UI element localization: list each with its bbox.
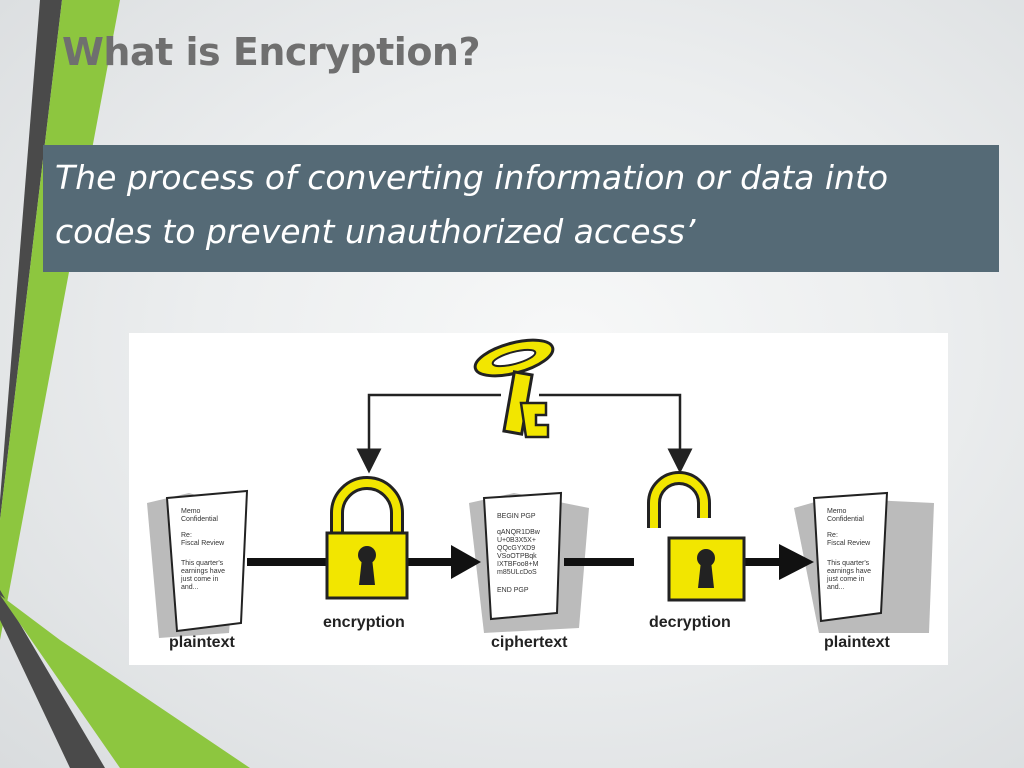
doc-line: END PGP	[497, 587, 529, 594]
doc-line: qANQR1DBw	[497, 529, 541, 536]
plaintext-document-right: Memo Confidential Re: Fiscal Review This…	[794, 491, 934, 633]
unlocked-padlock-icon	[647, 471, 746, 602]
label-plaintext-right: plaintext	[824, 634, 890, 651]
doc-line: BEGIN PGP	[497, 513, 536, 520]
doc-line: IXTBFoo8+M	[497, 561, 539, 568]
doc-line: and...	[181, 584, 199, 591]
doc-line: This quarter's	[827, 560, 870, 567]
key-bracket	[356, 393, 693, 474]
doc-line: This quarter's	[181, 560, 224, 567]
doc-line: Re:	[827, 532, 838, 539]
doc-line: Fiscal Review	[181, 540, 225, 547]
doc-line: just come in	[826, 576, 864, 583]
doc-line: earnings have	[827, 568, 871, 575]
doc-line: Memo	[827, 508, 847, 515]
plaintext-document-left: Memo Confidential Re: Fiscal Review This…	[147, 489, 249, 638]
label-encryption: encryption	[323, 614, 405, 631]
label-ciphertext: ciphertext	[491, 634, 568, 651]
slide-title: What is Encryption?	[62, 30, 481, 74]
definition-box: The process of converting information or…	[43, 145, 999, 272]
label-decryption: decryption	[649, 614, 731, 631]
doc-line: m85ULcDoS	[497, 569, 537, 576]
encryption-diagram: Memo Confidential Re: Fiscal Review This…	[129, 333, 948, 665]
doc-line: U+0B3X5X+	[497, 537, 536, 544]
doc-line: Memo	[181, 508, 201, 515]
doc-line: Confidential	[827, 516, 864, 523]
locked-padlock-icon	[325, 476, 409, 600]
doc-line: earnings have	[181, 568, 225, 575]
doc-line: Re:	[181, 532, 192, 539]
doc-line: Confidential	[181, 516, 218, 523]
definition-line-1: The process of converting information or…	[55, 158, 889, 197]
doc-line: Fiscal Review	[827, 540, 871, 547]
doc-line: QQcGYXD9	[497, 545, 535, 552]
label-plaintext-left: plaintext	[169, 634, 235, 651]
ciphertext-document: BEGIN PGP qANQR1DBw U+0B3X5X+ QQcGYXD9 V…	[469, 491, 589, 633]
doc-line: VSoOTPBqk	[497, 553, 537, 560]
definition-line-2: codes to prevent unauthorized access’	[55, 212, 696, 251]
key-icon	[473, 338, 555, 439]
doc-line: and...	[827, 584, 845, 591]
definition-text: The process of converting information or…	[55, 151, 979, 259]
doc-line: just come in	[180, 576, 218, 583]
